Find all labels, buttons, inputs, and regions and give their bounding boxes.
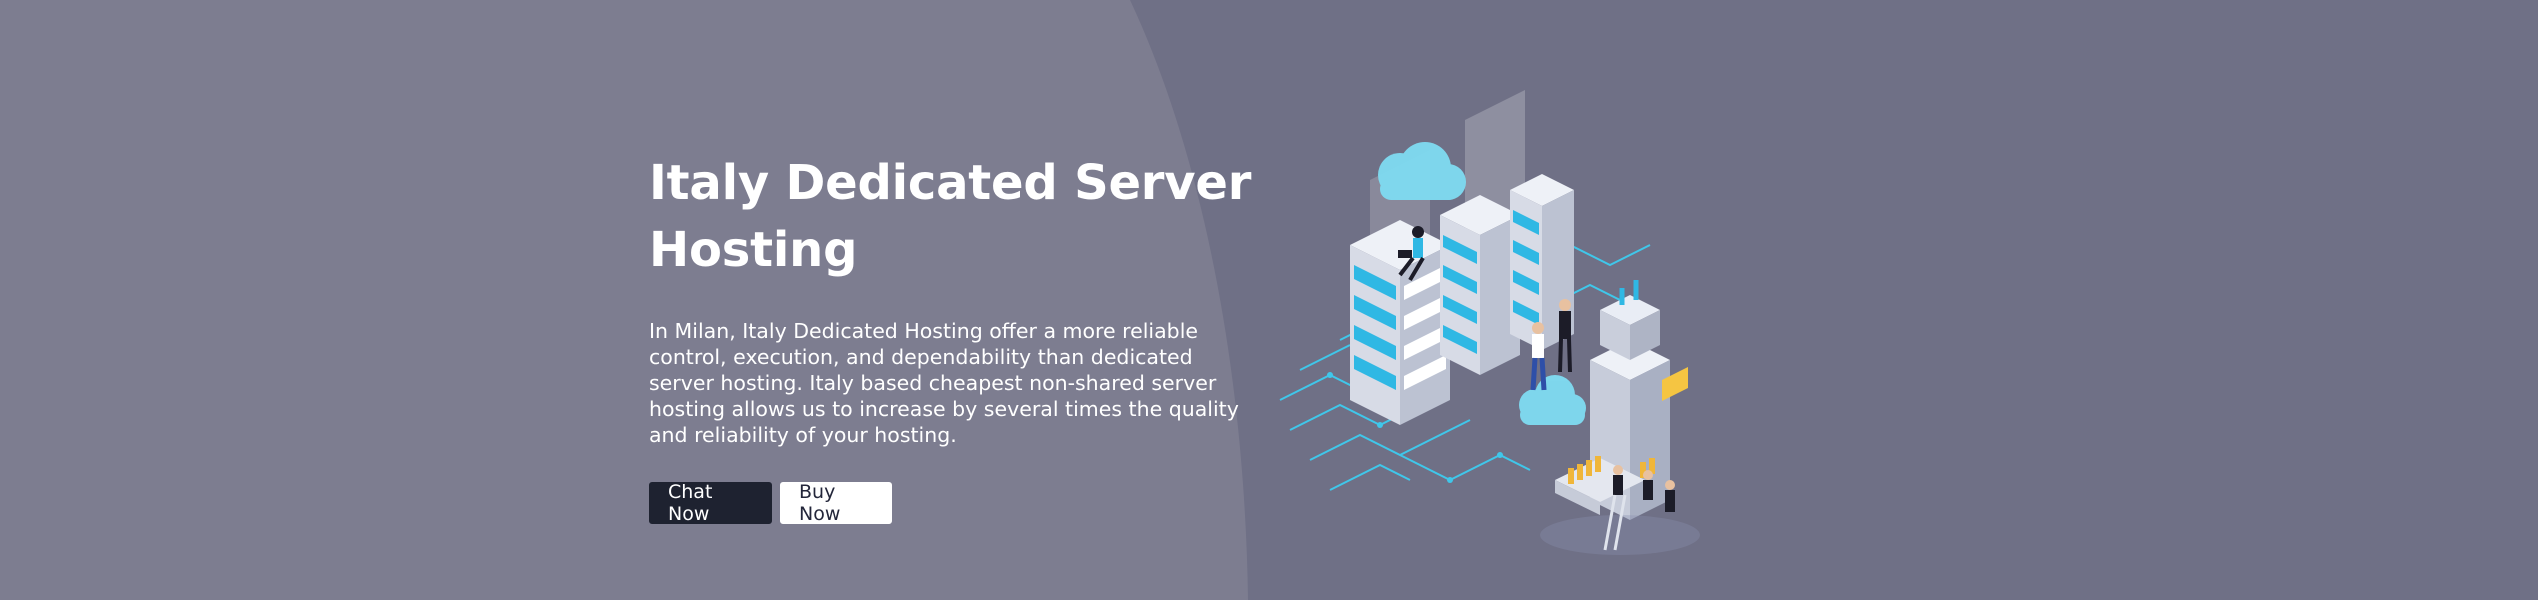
server-stack-middle — [1440, 195, 1520, 375]
buy-now-button[interactable]: Buy Now — [780, 481, 892, 525]
cloud-icon — [1378, 142, 1466, 200]
people-icon — [1398, 226, 1675, 551]
hero-buttons: Chat Now Buy Now — [649, 481, 1259, 525]
hero-description: In Milan, Italy Dedicated Hosting offer … — [649, 319, 1239, 447]
server-datacenter-illustration — [1279, 90, 1700, 555]
server-stack-left — [1350, 220, 1450, 425]
server-stack-right — [1510, 174, 1574, 350]
chat-now-button[interactable]: Chat Now — [649, 481, 772, 525]
page-title: Italy Dedicated Server Hosting — [649, 155, 1252, 278]
hero-section: Italy Dedicated Server Hosting In Milan,… — [649, 150, 1259, 525]
